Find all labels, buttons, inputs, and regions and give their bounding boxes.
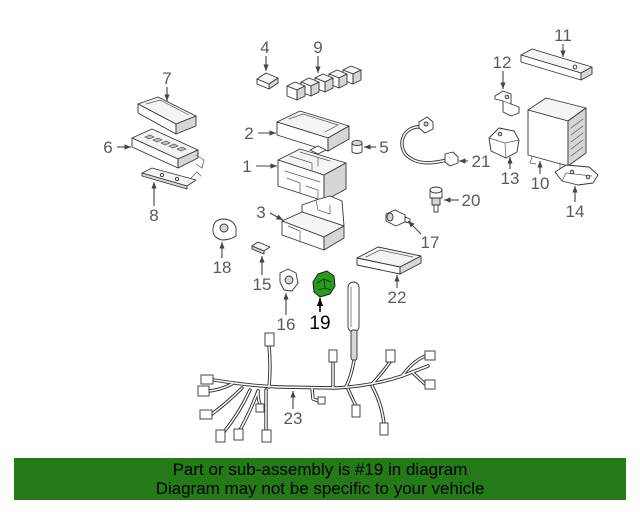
harness-connector bbox=[261, 429, 272, 443]
harness-connector bbox=[264, 332, 275, 347]
harness-connector bbox=[385, 349, 396, 363]
callout-19: 19 bbox=[309, 313, 330, 334]
callout-11: 11 bbox=[554, 26, 572, 45]
part-1-relay-box bbox=[277, 145, 347, 202]
harness-connector bbox=[351, 404, 361, 418]
callout-12: 12 bbox=[493, 53, 512, 72]
part-6-fuse-block bbox=[131, 128, 205, 169]
part-20-sensor bbox=[429, 186, 443, 213]
callout-7: 7 bbox=[162, 69, 171, 88]
callout-23: 23 bbox=[284, 409, 303, 428]
part-22-module bbox=[356, 246, 422, 275]
parts-diagram: 1 2 3 4 5 6 7 8 9 10 11 12 13 14 15 16 1… bbox=[103, 26, 599, 443]
callout-1: 1 bbox=[242, 157, 251, 176]
part-23-wiring-harness bbox=[197, 281, 436, 443]
part-13-bracket bbox=[488, 127, 520, 159]
harness-tube bbox=[347, 281, 360, 333]
harness-connector bbox=[200, 374, 214, 385]
callout-18: 18 bbox=[213, 258, 232, 277]
callout-17: 17 bbox=[421, 233, 440, 252]
harness-connector bbox=[424, 379, 436, 390]
part-16-sensor bbox=[279, 268, 299, 292]
harness-tube-end bbox=[350, 329, 358, 361]
callout-labels: 1 2 3 4 5 6 7 8 9 10 11 12 13 14 15 16 1… bbox=[103, 26, 584, 428]
callout-21: 21 bbox=[472, 152, 491, 171]
harness-connector bbox=[215, 429, 226, 443]
callout-15: 15 bbox=[253, 275, 272, 294]
part-2-relay-box-cover bbox=[276, 110, 350, 152]
part-8-bracket bbox=[141, 167, 202, 190]
highlighted-part-body bbox=[312, 270, 336, 298]
harness-connector bbox=[379, 422, 389, 436]
callout-9: 9 bbox=[313, 38, 322, 57]
part-21-sensor-with-lead bbox=[400, 116, 459, 167]
harness-connector bbox=[328, 349, 338, 363]
callout-3: 3 bbox=[256, 203, 265, 222]
harness-connector bbox=[199, 409, 213, 420]
harness-connector bbox=[197, 385, 210, 397]
callout-arrow-17 bbox=[407, 220, 422, 235]
part-15-clip bbox=[251, 241, 271, 255]
callout-20: 20 bbox=[462, 191, 481, 210]
harness-connector bbox=[424, 350, 436, 361]
part-7-fuse-block-cover bbox=[137, 96, 197, 135]
harness-connector bbox=[233, 428, 244, 441]
callout-6: 6 bbox=[103, 138, 112, 157]
banner-line-1: Part or sub-assembly is #19 in diagram bbox=[172, 460, 468, 479]
callout-arrows bbox=[117, 44, 578, 409]
callout-2: 2 bbox=[244, 124, 253, 143]
callout-16: 16 bbox=[277, 315, 296, 334]
harness-connector bbox=[317, 396, 326, 405]
part-5-plug bbox=[351, 139, 363, 154]
callout-5: 5 bbox=[379, 138, 388, 157]
harness-connector bbox=[255, 403, 265, 413]
part-12-bracket bbox=[494, 90, 520, 117]
callout-arrow-3 bbox=[269, 212, 284, 221]
part-18-sensor bbox=[212, 218, 237, 241]
part-14-bracket bbox=[554, 164, 599, 186]
callout-14: 14 bbox=[566, 202, 585, 221]
info-banner: Part or sub-assembly is #19 in diagram D… bbox=[14, 458, 626, 500]
callout-4: 4 bbox=[260, 38, 269, 57]
part-9-relay-set bbox=[286, 65, 362, 101]
callout-22: 22 bbox=[388, 288, 407, 307]
part-3-relay-box-lower-case bbox=[281, 195, 345, 251]
callout-13: 13 bbox=[501, 169, 520, 188]
banner-line-2: Diagram may not be specific to your vehi… bbox=[155, 479, 485, 498]
part-10-control-module bbox=[527, 97, 587, 170]
part-11-bracket bbox=[520, 48, 593, 81]
part-17-sensor bbox=[385, 209, 411, 227]
callout-8: 8 bbox=[149, 206, 158, 225]
part-4-relay bbox=[256, 72, 279, 90]
callout-10: 10 bbox=[531, 174, 550, 193]
part-19-highlighted bbox=[312, 270, 336, 298]
